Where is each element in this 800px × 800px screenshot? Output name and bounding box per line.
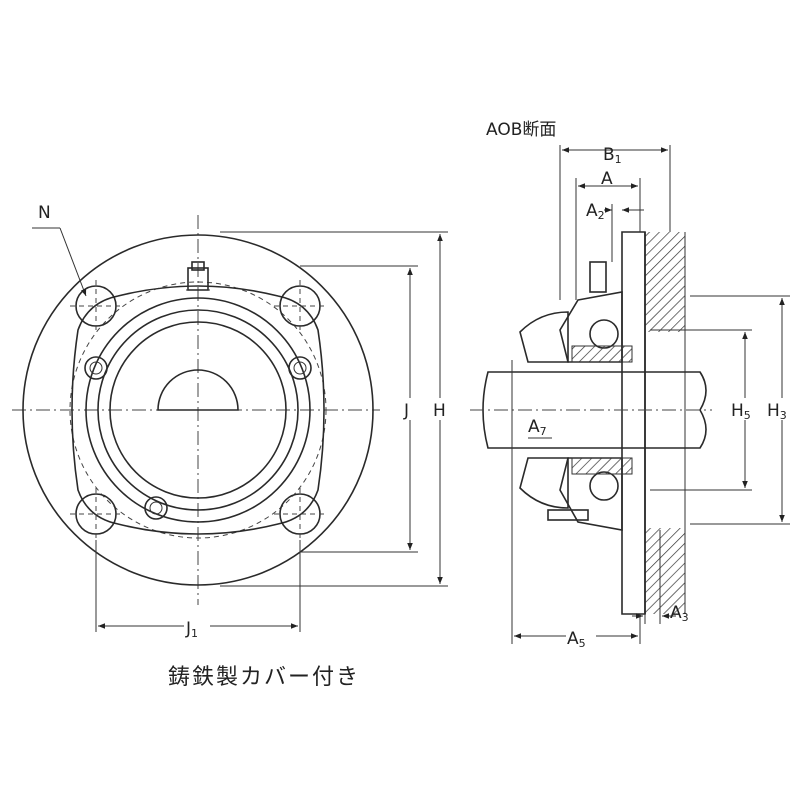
cover-inner-circle <box>97 309 299 511</box>
label-a: A <box>601 169 613 189</box>
caption: 鋳鉄製カバー付き <box>168 665 360 690</box>
n-leader-arrow <box>59 227 87 297</box>
wall-hatch-top <box>645 232 685 332</box>
bolt-pitch-circle <box>69 281 327 539</box>
bolt-hole-bottom-left <box>70 488 122 540</box>
section-grease-nipple <box>589 261 607 293</box>
bolt-hole-top-right <box>274 280 326 332</box>
bearing-ball-bottom <box>589 471 619 501</box>
cover-screw-left <box>84 356 108 380</box>
label-j1: J1 <box>185 619 198 640</box>
label-h3: H3 <box>767 401 787 422</box>
section-title: AOB断面 <box>486 120 556 140</box>
label-a3: A3 <box>670 603 689 624</box>
label-h5: H5 <box>731 401 751 422</box>
label-h: H <box>433 401 446 421</box>
bearing-ball-top <box>589 319 619 349</box>
label-a7: A7 <box>528 417 547 438</box>
label-n: N <box>38 203 51 223</box>
label-j: J <box>403 401 409 421</box>
front-view: N J H J1 <box>12 203 448 640</box>
cover-screw-bottom <box>144 496 168 520</box>
cover-screw-right <box>288 356 312 380</box>
set-screw <box>547 509 589 521</box>
grease-nipple-tip <box>191 261 205 271</box>
flange-outer-circle <box>22 234 374 586</box>
bore-circle <box>109 321 287 499</box>
flange-plate <box>621 231 646 615</box>
shaft-end <box>157 369 239 411</box>
label-a5: A5 <box>567 629 586 650</box>
cover-lower <box>519 457 569 509</box>
bolt-hole-bottom-right <box>274 488 326 540</box>
inner-ring-top <box>572 346 632 362</box>
wall-hatch-bottom <box>645 528 685 614</box>
cover-upper <box>519 311 569 363</box>
bolt-hole-top-left <box>70 280 122 332</box>
section-view: AOB断面 B1 <box>470 120 796 650</box>
inner-ring-bottom <box>572 458 632 474</box>
label-a2: A2 <box>586 201 605 222</box>
cover-outer-circle <box>85 297 311 523</box>
label-b1: B1 <box>603 145 622 166</box>
